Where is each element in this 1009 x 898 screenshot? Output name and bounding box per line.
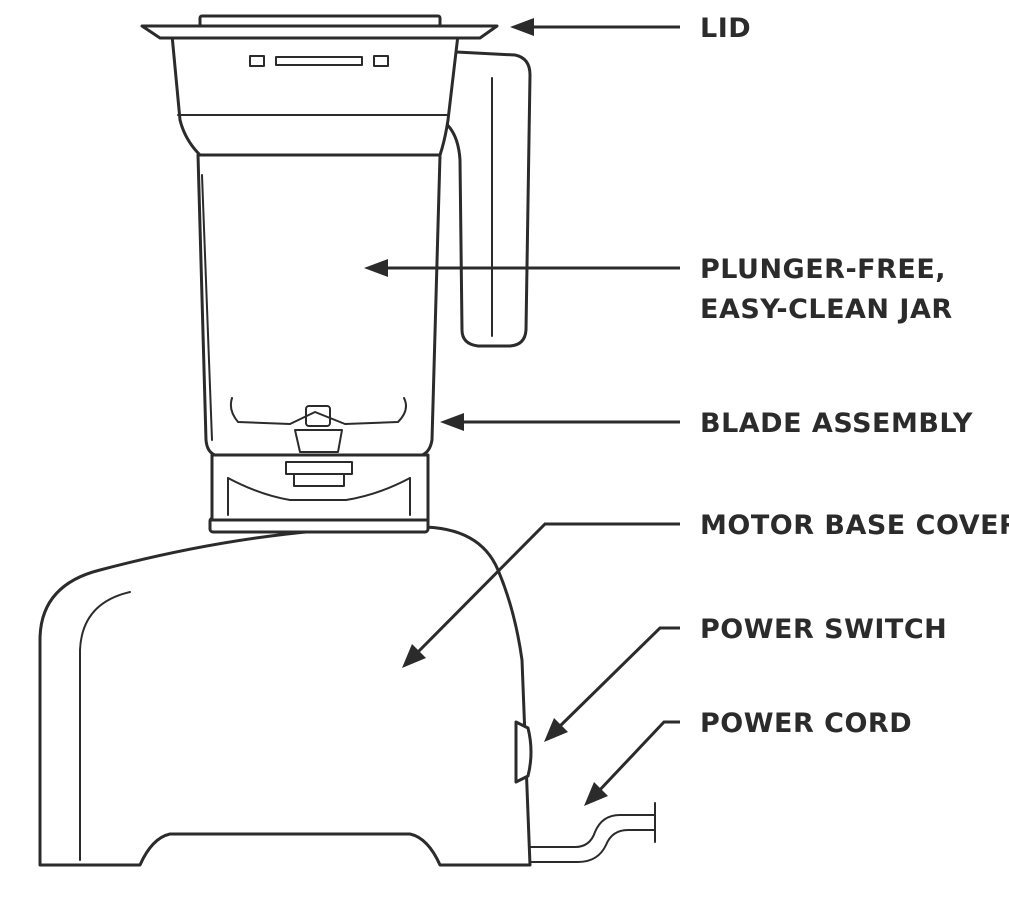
motor-base [38, 516, 533, 867]
lid [140, 14, 499, 67]
motor-base-body [38, 525, 532, 867]
power-switch-arrowhead [544, 718, 568, 742]
label-motor-base-cover: MOTOR BASE COVER [700, 510, 1009, 541]
jar-coupler [285, 461, 353, 487]
jar-lower-detail [227, 477, 411, 501]
blade-arrowhead [440, 413, 464, 431]
jar-body [196, 153, 442, 457]
motor-base-arrowhead [402, 644, 426, 668]
label-lid: LID [700, 13, 751, 44]
lid-latch [275, 56, 363, 66]
power-switch [514, 720, 533, 784]
jar-seam-left [201, 174, 213, 441]
label-jar-line1: PLUNGER-FREE, [700, 254, 946, 285]
lid-top [198, 14, 442, 28]
blade-stem [294, 429, 343, 453]
power-cord-leader [594, 720, 680, 796]
label-jar-line2: EASY-CLEAN JAR [700, 294, 953, 325]
power-cord [529, 802, 656, 863]
lid-arrowhead [510, 18, 534, 36]
jar-collar [170, 33, 460, 157]
blade-hub [305, 405, 331, 427]
jar-lower [210, 453, 430, 522]
power-switch-leader [554, 626, 680, 732]
lid-clip-left [249, 55, 265, 67]
power-cord-arrowhead [584, 782, 608, 806]
motor-base-leader [412, 522, 680, 658]
jar [170, 33, 532, 522]
callouts [364, 18, 680, 806]
label-power-switch: POWER SWITCH [700, 614, 947, 645]
jar-arrowhead [364, 259, 388, 277]
power-cord-line-lower [529, 829, 656, 863]
power-cord-line-upper [529, 814, 656, 848]
motor-base-inner-edge [79, 591, 131, 861]
jar-handle [416, 48, 532, 348]
label-power-cord: POWER CORD [700, 708, 912, 739]
jar-lower-detail-2 [227, 477, 411, 516]
label-blade-assembly: BLADE ASSEMBLY [700, 408, 973, 439]
lid-clip-right [373, 55, 389, 67]
lid-rim [140, 24, 499, 40]
labels: LID PLUNGER-FREE, EASY-CLEAN JAR BLADE A… [700, 13, 1009, 739]
blade [229, 397, 407, 425]
